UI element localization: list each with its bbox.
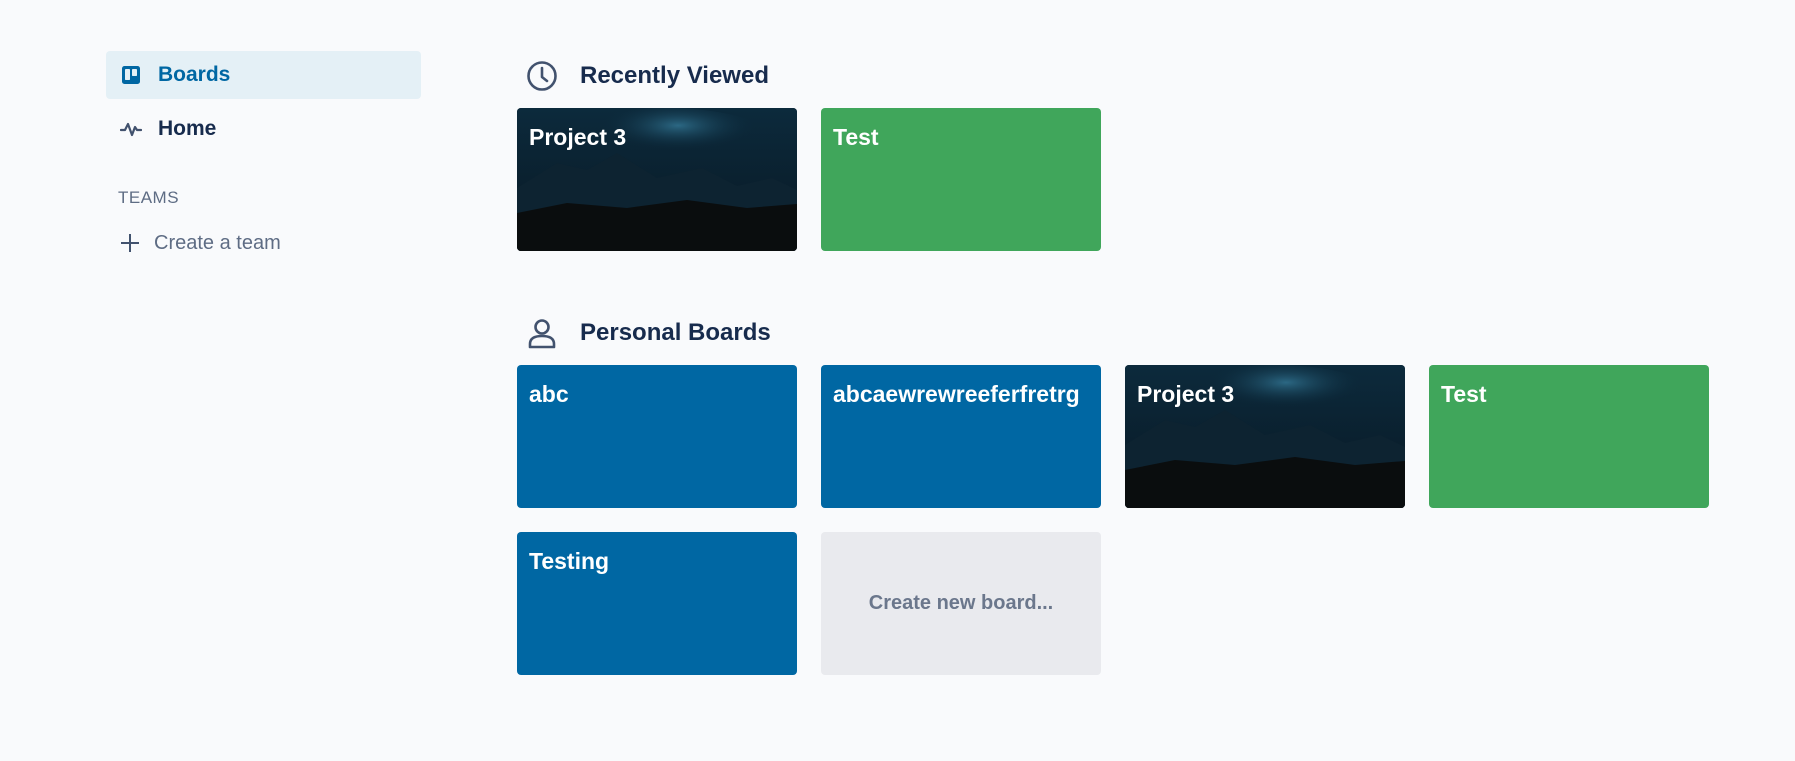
plus-icon <box>118 231 142 255</box>
person-icon <box>524 315 560 351</box>
board-tile[interactable]: abc <box>517 365 797 508</box>
personal-boards-section: Personal Boards abc abcaewrewreeferfretr… <box>517 311 1709 675</box>
board-tile[interactable]: Test <box>1429 365 1709 508</box>
boards-icon <box>120 64 142 86</box>
board-title: Project 3 <box>529 124 627 150</box>
mountain-background-image <box>517 108 797 251</box>
board-tile[interactable]: Project 3 <box>517 108 797 251</box>
clock-icon <box>524 58 560 94</box>
board-grid: Project 3 Test <box>517 108 1709 251</box>
board-title: Test <box>1441 381 1487 407</box>
section-header: Personal Boards <box>517 311 1709 355</box>
board-title: abcaewrewreeferfretrg <box>833 381 1080 407</box>
sidebar-item-label: Home <box>158 117 217 140</box>
board-title: Test <box>833 124 879 150</box>
create-board-label: Create new board... <box>868 592 1054 614</box>
create-team-label: Create a team <box>154 231 281 254</box>
board-tile[interactable]: abcaewrewreeferfretrg <box>821 365 1101 508</box>
activity-icon <box>120 118 142 140</box>
section-title: Personal Boards <box>580 319 771 346</box>
recently-viewed-section: Recently Viewed <box>517 54 1709 251</box>
board-title: Testing <box>529 548 610 574</box>
sidebar-item-boards[interactable]: Boards <box>106 51 421 99</box>
section-title: Recently Viewed <box>580 62 769 89</box>
section-header: Recently Viewed <box>517 54 1709 98</box>
board-grid: abc abcaewrewreeferfretrg <box>517 365 1709 675</box>
sidebar-item-label: Boards <box>158 63 231 86</box>
board-title: abc <box>529 381 569 407</box>
sidebar: Boards Home TEAMS Create a team <box>106 51 421 265</box>
create-board-button[interactable]: Create new board... <box>821 532 1101 675</box>
mountain-background-image <box>1125 365 1405 508</box>
board-tile[interactable]: Testing <box>517 532 797 675</box>
board-tile[interactable]: Project 3 <box>1125 365 1405 508</box>
board-tile[interactable]: Test <box>821 108 1101 251</box>
sidebar-item-home[interactable]: Home <box>106 105 421 153</box>
teams-heading: TEAMS <box>118 188 180 207</box>
create-team-button[interactable]: Create a team <box>106 221 421 265</box>
board-title: Project 3 <box>1137 381 1235 407</box>
